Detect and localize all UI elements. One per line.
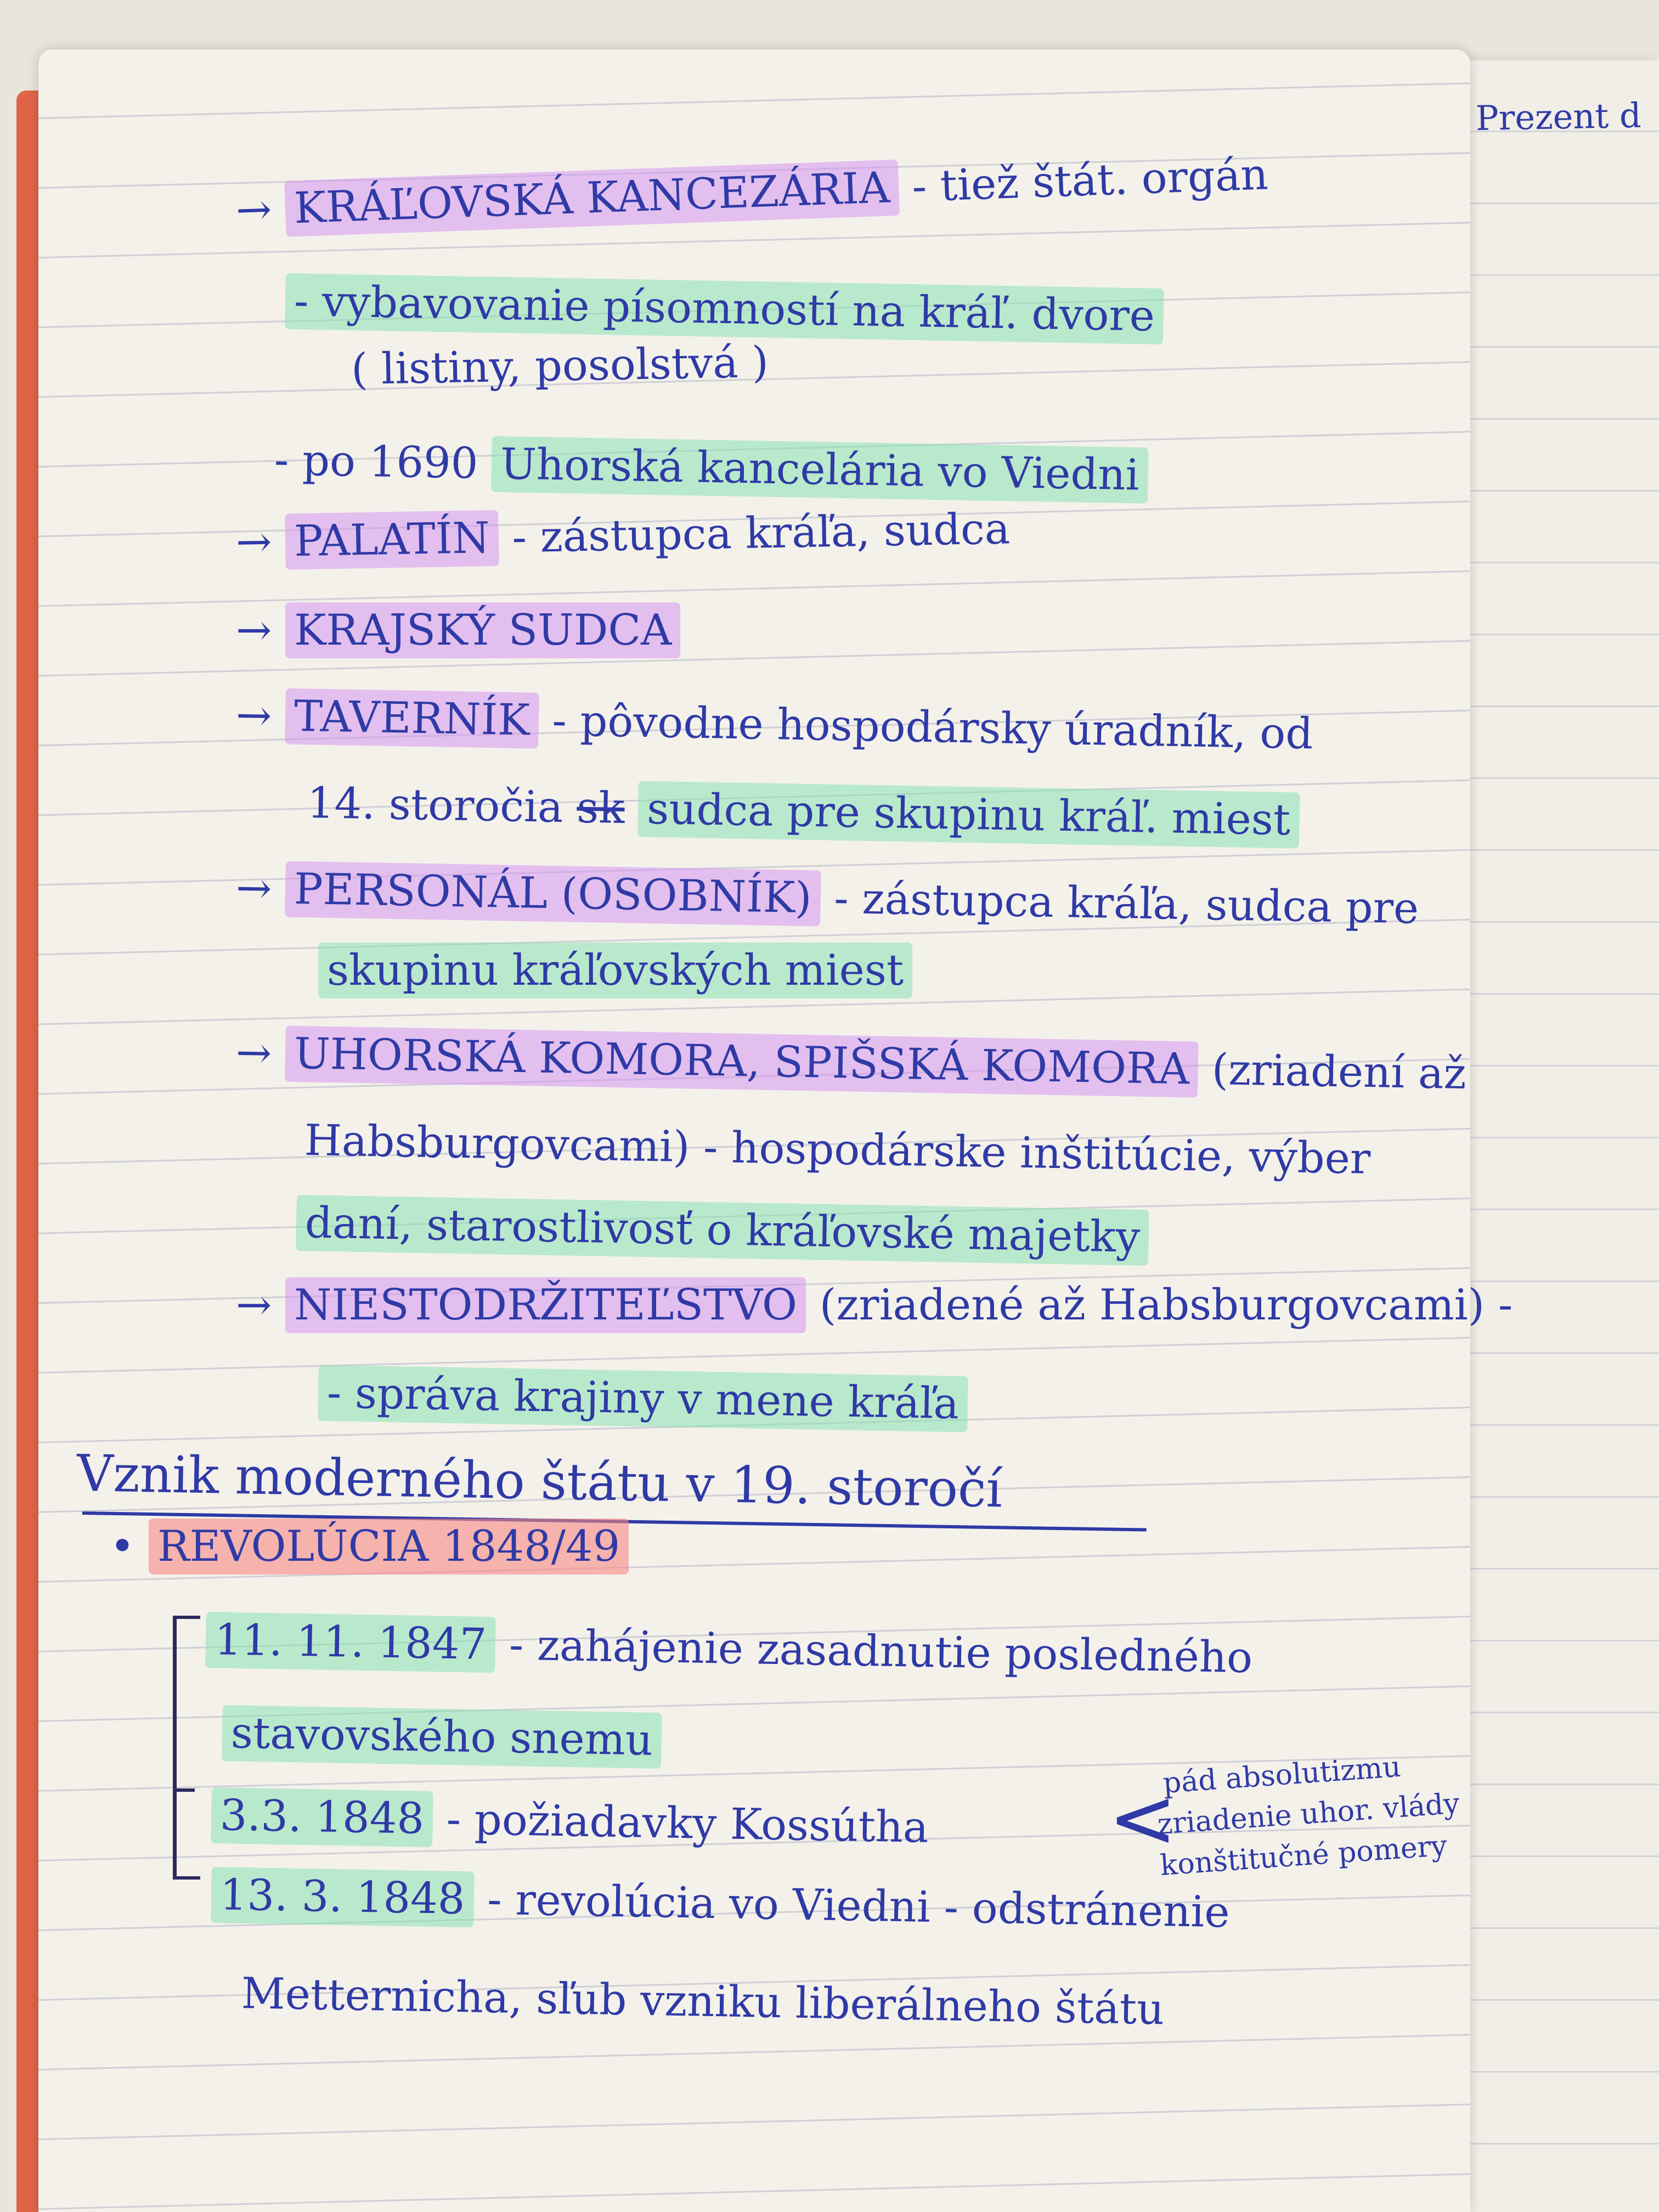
right-page: Prezent d [1448, 60, 1659, 2212]
arrow-icon: → [235, 864, 273, 914]
arrow-icon: → [236, 1280, 272, 1330]
arrow-icon: → [235, 517, 273, 567]
bracket-tick [173, 1876, 200, 1880]
timeline-entry: 3.3. 1848 - požiadavky Kossútha [211, 1787, 929, 1853]
side-note-arrow-icon: < [1108, 1771, 1177, 1866]
note-text: - zástupca kráľa, sudca pre [833, 874, 1419, 934]
note-green-highlight: Uhorská kancelária vo Viedni [491, 436, 1149, 504]
note-line: skupinu kráľovských miest [318, 943, 913, 998]
note-line: - správa krajiny v mene kráľa [318, 1365, 968, 1432]
term-highlight: KRAJSKÝ SUDCA [285, 602, 681, 658]
arrow-icon: → [235, 691, 273, 741]
note-palatin: → PALATÍN - zástupca kráľa, sudca [235, 504, 1011, 570]
timeline-entry: stavovského snemu [222, 1705, 662, 1769]
note-text: (zriadené až Habsburgovcami) - [819, 1280, 1513, 1330]
note-regional-judge: → KRAJSKÝ SUDCA [236, 602, 681, 658]
timeline-text: - požiadavky Kossútha [446, 1795, 929, 1853]
note-text: - správa krajiny v mene kráľa [318, 1365, 968, 1432]
right-page-header: Prezent d [1475, 95, 1642, 138]
bracket-tick [173, 1616, 200, 1619]
term-highlight: PERSONÁL (OSOBNÍK) [285, 861, 821, 927]
term-highlight: NIESTODRŽITEĽSTVO [285, 1277, 806, 1333]
arrow-icon: → [235, 184, 273, 235]
timeline-text: stavovského snemu [222, 1705, 662, 1769]
note-line: ( listiny, posolstvá ) [351, 337, 769, 394]
arrow-icon: → [236, 606, 272, 655]
arrow-icon: → [235, 1028, 273, 1079]
bracket-tick [173, 1788, 195, 1792]
term-highlight: PALATÍN [285, 510, 499, 570]
note-text: ( listiny, posolstvá ) [351, 337, 769, 394]
note-text: - po 1690 [274, 436, 492, 489]
note-line: - vybavovanie písomností na kráľ. dvore [285, 273, 1164, 345]
note-text: sudca pre skupinu kráľ. miest [637, 781, 1300, 849]
note-governorship: → NIESTODRŽITEĽSTVO (zriadené až Habsbur… [236, 1277, 1513, 1333]
note-text: - zástupca kráľa, sudca [511, 504, 1011, 563]
revolution-label: REVOLÚCIA 1848/49 [148, 1519, 629, 1575]
note-line: daní, starostlivosť o kráľovské majetky [296, 1195, 1149, 1266]
bullet-revolution: • REVOLÚCIA 1848/49 [110, 1519, 629, 1575]
note-text: (zriadení až [1211, 1045, 1467, 1099]
struck-text: sk [576, 783, 625, 834]
timeline-date: 3.3. 1848 [211, 1787, 433, 1848]
notebook-page [38, 49, 1470, 2212]
timeline-date: 11. 11. 1847 [205, 1612, 496, 1673]
note-text: 14. storočia [307, 778, 578, 833]
section-title: Vznik moderného štátu v 19. storočí [76, 1444, 1003, 1519]
timeline-bracket [173, 1616, 177, 1879]
note-text: skupinu kráľovských miest [318, 943, 913, 998]
bullet-dot: • [110, 1522, 136, 1571]
timeline-date: 13. 3. 1848 [211, 1867, 475, 1928]
term-highlight: TAVERNÍK [285, 688, 539, 749]
